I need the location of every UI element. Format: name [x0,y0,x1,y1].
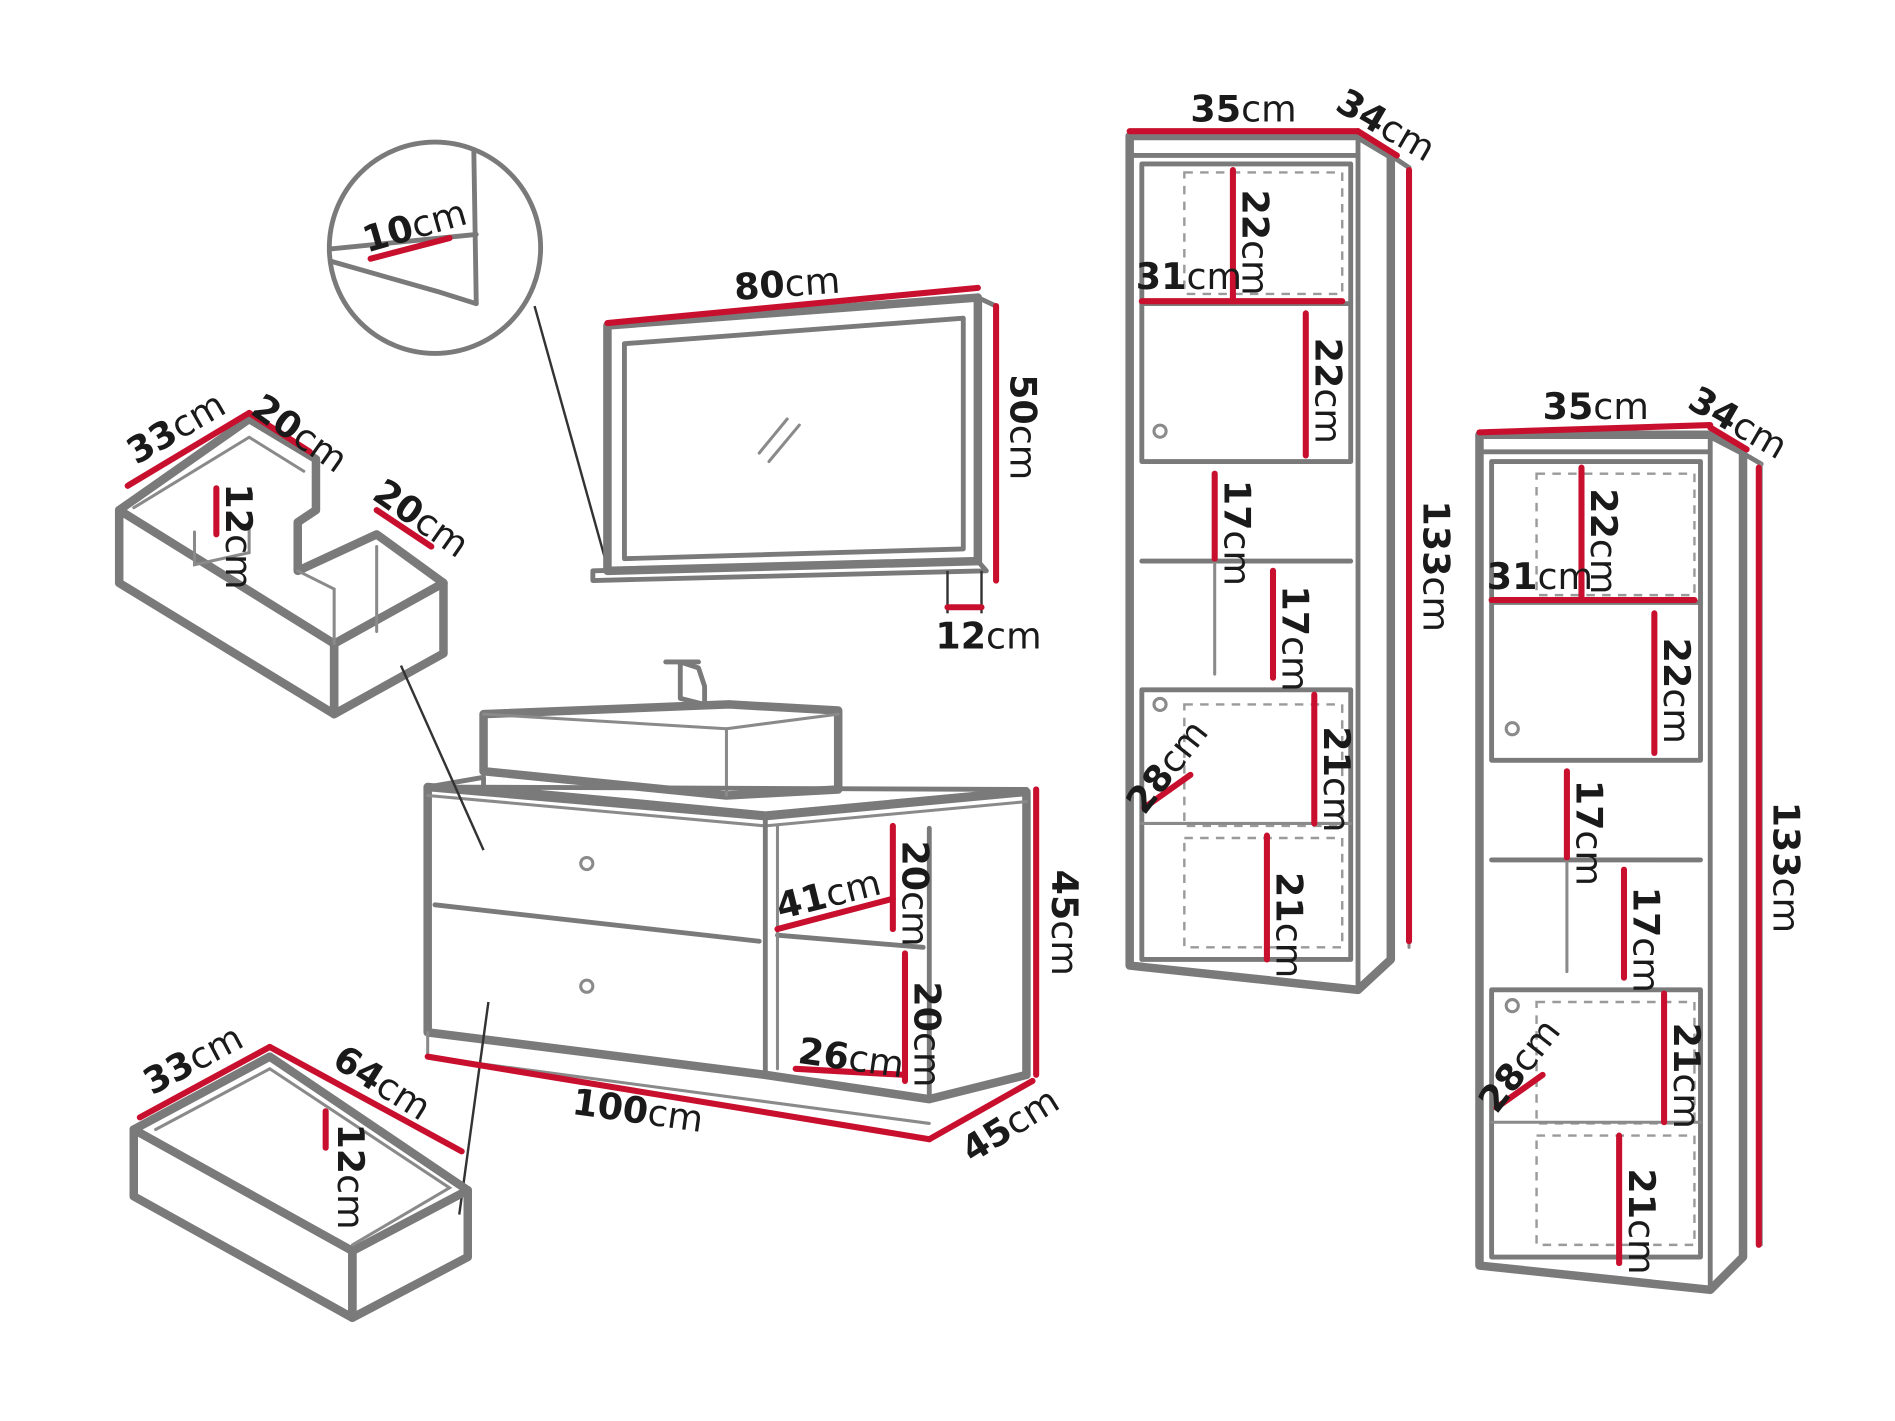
cab1-h2-label: 22cm [1307,338,1350,444]
bottom-drawer-width-line [266,1043,465,1155]
cab2-door-depth-line [1493,1071,1546,1111]
top-drawer-left-width-line [246,409,313,455]
vanity-height-label: 45cm [1043,870,1086,976]
drawer-knob-top [579,855,595,872]
cab1-h1-label: 22cm [1234,189,1277,295]
detail-depth-label: 10cm [358,191,472,262]
mirror-glare-mark [757,417,789,455]
cab1-h5-label: 21cm [1315,726,1358,832]
vanity-depth-line [926,1077,1036,1143]
vanity-lower-height-label: 20cm [906,981,949,1087]
cab1-shelf-width-label: 31cm [1136,255,1242,298]
top-drawer: 33cm 20cm 20cm 12cm [114,383,477,719]
cab2-door-depth-label: 28cm [1470,1010,1569,1120]
cab1-h4-label: 17cm [1274,585,1317,691]
bottom-drawer-width-label: 64cm [326,1036,439,1129]
drawer-knob-bottom [579,978,595,994]
cab1-h6-label: 21cm [1268,872,1311,978]
mirror-width-line [604,284,981,327]
bottom-drawer-height-label: 12cm [329,1123,372,1229]
shelf-detail-callout: 10cm [326,139,609,568]
cab2-h3-label: 17cm [1568,780,1611,886]
cab2-width-line [1476,422,1714,436]
mirror-height-label: 50cm [1002,374,1045,480]
top-drawer-right-width-line [373,507,435,550]
vanity-cabinet: 100cm 45cm 45cm 41cm 20cm 20cm 26cm [399,659,1086,1215]
top-drawer-height-label: 12cm [217,483,260,589]
cab2-h4-label: 17cm [1625,887,1668,993]
cab2-shelf-width-label: 31cm [1487,555,1593,598]
vanity-width-line [424,1053,933,1143]
cab2-h1-label: 22cm [1582,488,1625,594]
top-drawer-left-width-label: 20cm [244,385,356,481]
cab2-h2-label: 22cm [1655,638,1698,744]
faucet [677,659,708,707]
bottom-drawer: 33cm 64cm 12cm [129,1016,473,1323]
bottom-drawer-depth-line [136,1043,273,1121]
cab2-width-label: 35cm [1543,385,1649,428]
top-drawer-depth-line [124,409,253,489]
cab1-height-label: 133cm [1415,500,1458,632]
vanity-shelf-depth-line [774,895,896,933]
tall-cabinet-1: 35cm 34cm 133cm 22cm 31cm 22cm 17cm 17cm… [1117,80,1458,995]
cab1-door-depth-line [1141,771,1194,811]
door-knob-lower [1504,998,1520,1014]
tall-cabinet-2: 35cm 34cm 133cm 22cm 31cm 22cm 17cm 17cm… [1470,377,1807,1295]
mirror: 80cm 50cm 12cm [590,259,1045,658]
door-knob-upper [1152,423,1168,439]
door-knob-lower [1152,696,1168,713]
cab2-height-label: 133cm [1764,802,1807,934]
cab1-h3-label: 17cm [1215,480,1258,586]
cab1-width-label: 35cm [1190,87,1296,130]
cab1-depth-line [1354,128,1400,159]
vanity-upper-height-label: 20cm [894,840,937,946]
cab2-h5-label: 21cm [1665,1023,1708,1129]
cab2-h6-label: 21cm [1620,1168,1663,1274]
detail-leader-line [533,305,609,568]
mirror-shelf-label: 12cm [935,615,1041,658]
door-knob-upper [1504,721,1520,737]
detail-depth-line [367,235,453,262]
vanity-width-label: 100cm [570,1080,706,1141]
top-drawer-right-width-label: 20cm [365,470,477,566]
top-drawer-leader [399,665,485,851]
vanity-lower-width-line [792,1065,909,1078]
cab2-depth-line [1707,424,1750,453]
bottom-drawer-leader [458,1001,490,1215]
vanity-lower-width-label: 26cm [796,1029,907,1086]
mirror-width-label: 80cm [733,259,842,309]
